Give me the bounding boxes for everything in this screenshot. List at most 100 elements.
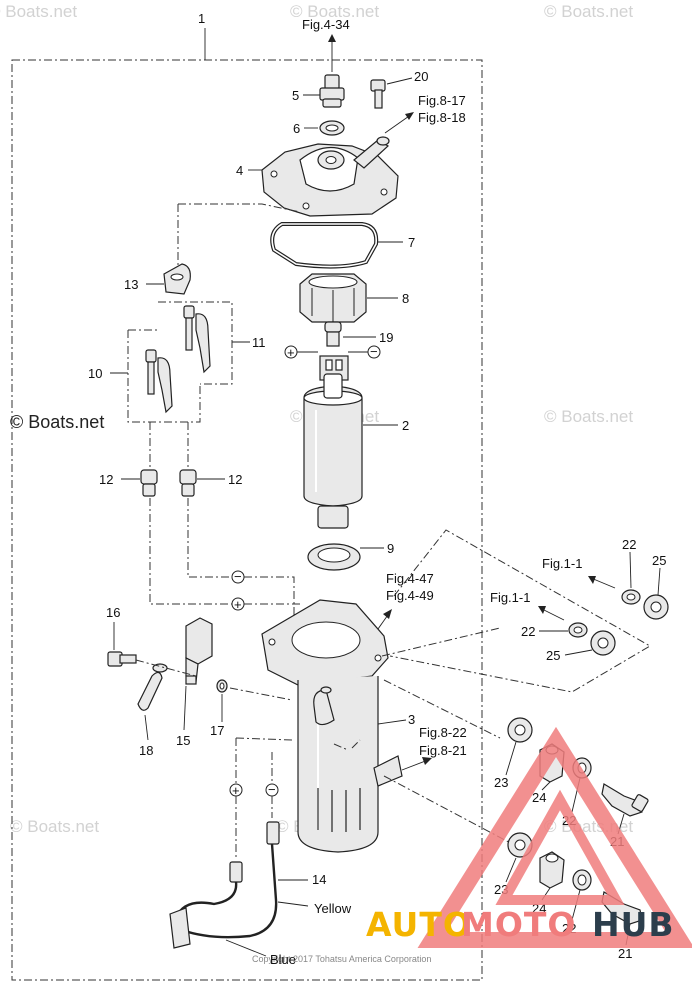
minus-sign: − xyxy=(370,344,378,359)
logo-inner-triangle-icon xyxy=(495,789,625,905)
leader-line xyxy=(505,857,517,883)
leader-line xyxy=(657,567,661,596)
leader-line xyxy=(277,901,309,907)
logo-text-hub: HUB xyxy=(592,905,675,944)
plus-sign: + xyxy=(232,783,240,798)
label-part-16: 16 xyxy=(106,605,120,620)
label-part-2: 2 xyxy=(402,418,409,433)
minus-sign: − xyxy=(234,569,242,584)
part-8-nut[interactable] xyxy=(299,273,367,323)
leader-line xyxy=(401,759,429,771)
ref-fig-4-47[interactable]: Fig.4-47 xyxy=(386,571,434,586)
part-12-plug-right[interactable] xyxy=(179,469,197,497)
label-part-3: 3 xyxy=(408,712,415,727)
oring-hole xyxy=(325,124,339,132)
label-part-5: 5 xyxy=(292,88,299,103)
part-18-strap[interactable] xyxy=(137,663,168,711)
mount-line xyxy=(381,627,501,657)
label-part-18: 18 xyxy=(139,743,153,758)
logo-text-auto: AUTO xyxy=(366,905,472,944)
part-7-gasket[interactable] xyxy=(270,222,379,269)
label-part-20: 20 xyxy=(414,69,428,84)
arrow-icon xyxy=(538,606,546,614)
leader-line xyxy=(590,577,616,589)
label-part-22: 22 xyxy=(622,537,636,552)
plus-sign: + xyxy=(234,597,242,612)
label-part-19: 19 xyxy=(379,330,393,345)
ref-fig-1-1-a[interactable]: Fig.1-1 xyxy=(542,556,582,571)
connection-line xyxy=(178,203,301,213)
part-10-terminal[interactable] xyxy=(145,349,173,414)
arrow-icon xyxy=(422,757,432,765)
minus-sign: − xyxy=(268,782,276,797)
label-part-14: 14 xyxy=(312,872,326,887)
part-3-housing[interactable] xyxy=(261,599,403,853)
part-20-bolt[interactable] xyxy=(370,79,386,109)
ref-fig-4-49[interactable]: Fig.4-49 xyxy=(386,588,434,603)
label-part-9: 9 xyxy=(387,541,394,556)
label-part-10: 10 xyxy=(88,366,102,381)
ref-fig-4-34[interactable]: Fig.4-34 xyxy=(302,17,350,32)
arrow-icon xyxy=(405,112,414,120)
part-17-washer[interactable] xyxy=(216,679,228,693)
label-part-6: 6 xyxy=(293,121,300,136)
part-5-nipple[interactable] xyxy=(319,74,345,108)
washer-hole xyxy=(626,593,636,601)
watermark-faint: © Boats.net xyxy=(0,2,77,21)
automotohub-logo: AUTO MOTO HUB xyxy=(366,726,692,948)
label-part-4: 4 xyxy=(236,163,243,178)
mount-line xyxy=(383,679,501,739)
ref-fig-1-1-b[interactable]: Fig.1-1 xyxy=(490,590,530,605)
group-boundary-11 xyxy=(158,301,233,385)
assembly-boundary xyxy=(11,59,483,981)
arrow-icon xyxy=(383,609,392,619)
part-13-clip[interactable] xyxy=(163,263,191,295)
part-4-pump-cover[interactable] xyxy=(261,136,399,217)
part-16-bolt[interactable] xyxy=(107,651,137,667)
ref-fig-8-18[interactable]: Fig.8-18 xyxy=(418,110,466,125)
arrow-up-icon xyxy=(328,34,336,42)
label-part-22: 22 xyxy=(521,624,535,639)
wire-negative-path xyxy=(187,422,232,578)
label-part-24: 24 xyxy=(532,790,546,805)
group-boundary-10 xyxy=(127,329,201,423)
part-21-bolt[interactable] xyxy=(601,783,649,817)
part-25-grommet[interactable] xyxy=(590,630,616,656)
watermark-main: © Boats.net xyxy=(10,412,104,432)
part-23-grommet[interactable] xyxy=(507,717,533,743)
label-part-25: 25 xyxy=(546,648,560,663)
label-part-1: 1 xyxy=(198,11,205,26)
part-9-seal[interactable] xyxy=(307,543,361,571)
part-25-grommet[interactable] xyxy=(643,594,669,620)
mount-indicator xyxy=(333,739,361,751)
mount-line xyxy=(135,659,293,741)
part-2-fuel-pump[interactable] xyxy=(303,355,363,529)
positive-terminal-icon xyxy=(231,597,245,611)
ref-fig-8-21[interactable]: Fig.8-21 xyxy=(419,743,467,758)
part-22-washer[interactable] xyxy=(572,869,592,891)
leader-line xyxy=(505,741,517,776)
label-part-23: 23 xyxy=(494,775,508,790)
leader-line xyxy=(377,719,407,725)
part-15-clip[interactable] xyxy=(185,617,213,685)
leader-line xyxy=(225,939,267,957)
ref-fig-8-17[interactable]: Fig.8-17 xyxy=(418,93,466,108)
label-part-8: 8 xyxy=(402,291,409,306)
ref-fig-8-22[interactable]: Fig.8-22 xyxy=(419,725,467,740)
label-part-7: 7 xyxy=(408,235,415,250)
part-12-plug-left[interactable] xyxy=(140,469,158,497)
label-part-12-right: 12 xyxy=(228,472,242,487)
leader-line xyxy=(564,649,593,656)
part-24-collar[interactable] xyxy=(539,851,565,889)
part-14-wire-harness[interactable] xyxy=(169,821,280,949)
wire-positive-path xyxy=(149,422,232,605)
label-part-11: 11 xyxy=(252,335,266,350)
part-19-fitting[interactable] xyxy=(324,321,342,347)
arrow-icon xyxy=(588,576,596,584)
part-11-terminal[interactable] xyxy=(183,305,211,374)
leader-line xyxy=(541,781,551,791)
watermark-faint: © Boats.net xyxy=(544,407,633,426)
leader-line xyxy=(183,685,187,731)
watermark-faint: © Boats.net xyxy=(544,2,633,21)
